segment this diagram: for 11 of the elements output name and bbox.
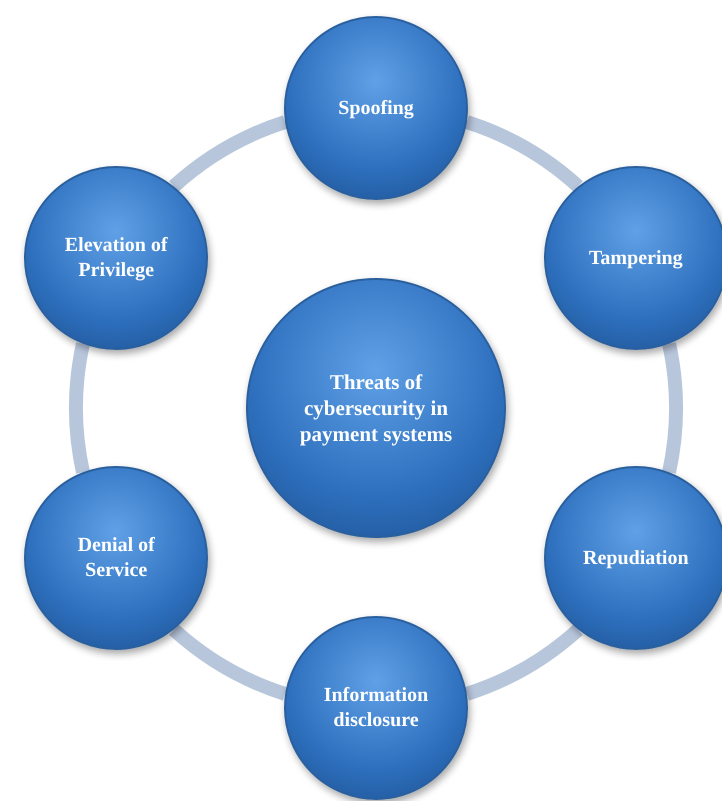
ring-segment [464, 624, 583, 700]
node-label: Threats of cybersecurity in payment systems [298, 368, 454, 448]
ring-segment [69, 342, 90, 474]
ring-segment [662, 342, 683, 474]
node-label: Denial of Service [76, 533, 156, 583]
node-label: Elevation of Privilege [64, 233, 169, 283]
node-label: Spoofing [338, 96, 414, 120]
node-label: Tampering [588, 246, 683, 270]
node-label: Information disclosure [322, 683, 430, 733]
ring-segment [464, 116, 583, 192]
node-label: Repudiation [583, 546, 689, 570]
